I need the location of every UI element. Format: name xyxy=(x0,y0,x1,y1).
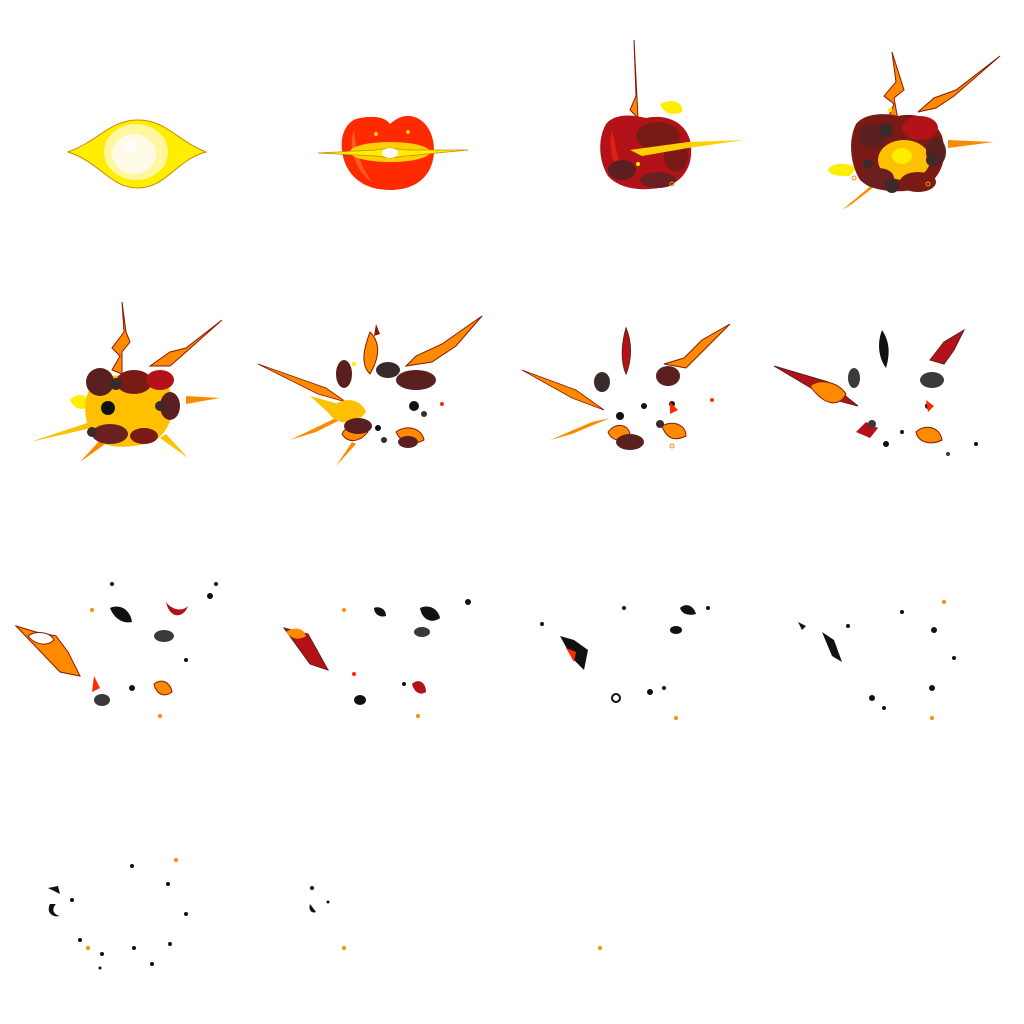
explosion-frame-15 xyxy=(512,768,768,1024)
explosion-frame-10 xyxy=(256,512,512,768)
explosion-frame-14 xyxy=(256,768,512,1024)
explosion-frame-5 xyxy=(0,256,256,512)
explosion-frame-3 xyxy=(512,0,768,256)
explosion-frame-11 xyxy=(512,512,768,768)
explosion-frame-1 xyxy=(0,0,256,256)
explosion-frame-12 xyxy=(768,512,1024,768)
explosion-frame-2 xyxy=(256,0,512,256)
explosion-frame-8 xyxy=(768,256,1024,512)
explosion-frame-13 xyxy=(0,768,256,1024)
explosion-frame-7 xyxy=(512,256,768,512)
explosion-frame-4 xyxy=(768,0,1024,256)
explosion-frame-16 xyxy=(768,768,1024,1024)
explosion-frame-9 xyxy=(0,512,256,768)
explosion-frame-6 xyxy=(256,256,512,512)
